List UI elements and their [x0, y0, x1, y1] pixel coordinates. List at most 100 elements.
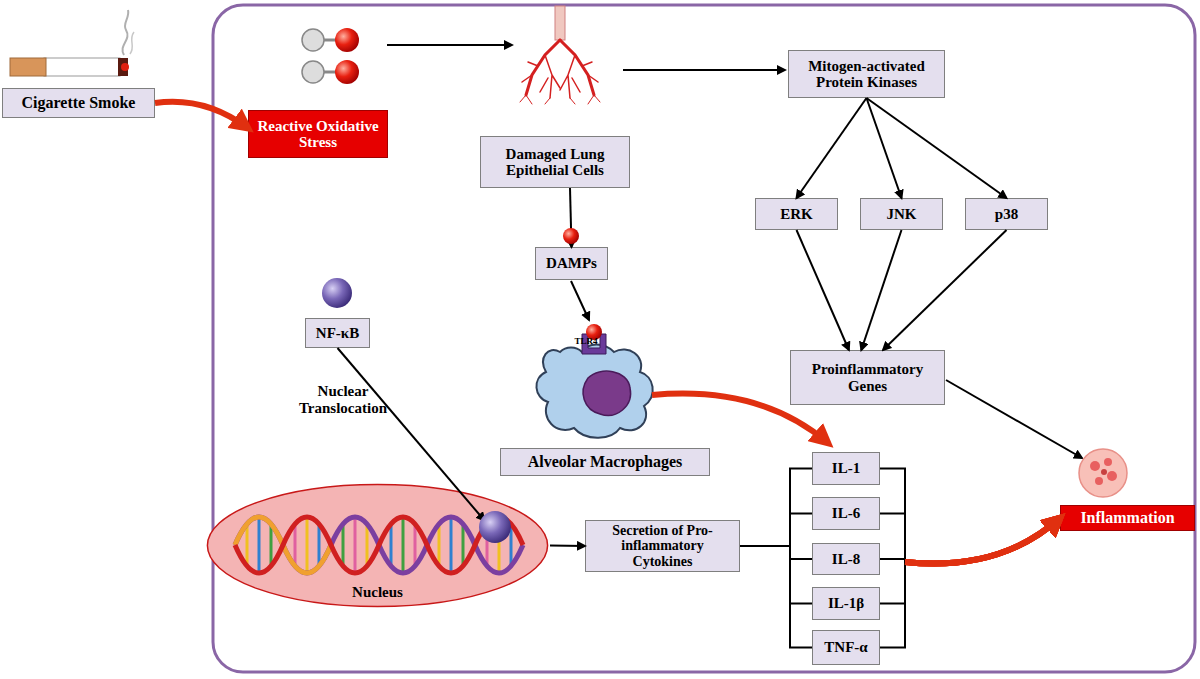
- nfkb-bound-protein: [479, 511, 511, 543]
- node-text: Alveolar Macrophages: [528, 453, 683, 471]
- base-pair: [342, 525, 345, 565]
- dna-strand: [235, 517, 523, 573]
- flow-arrow: [571, 281, 589, 320]
- node-text: Proinflammatory Genes: [795, 361, 940, 394]
- base-pair: [258, 517, 261, 573]
- connector-line: [570, 188, 572, 247]
- process-box: Alveolar Macrophages: [500, 448, 710, 476]
- connector: [797, 230, 849, 350]
- process-box: IL-8: [812, 543, 880, 575]
- atom-red: [335, 28, 359, 52]
- base-pair: [366, 525, 369, 565]
- connector-line: [867, 98, 1007, 198]
- dna-helix: [235, 517, 523, 573]
- cell-membrane: [536, 345, 652, 438]
- base-pair: [354, 517, 357, 573]
- connector: [570, 188, 572, 247]
- cigarette-icon: [10, 10, 134, 76]
- flow-arrow: [623, 69, 785, 71]
- node-text: JNK: [887, 206, 917, 223]
- atom-grey: [302, 61, 324, 83]
- connector: [550, 545, 585, 547]
- cigarette-tip: [118, 58, 128, 76]
- connector-line: [880, 562, 905, 604]
- cell-nucleus: [583, 371, 630, 415]
- process-box: Mitogen-activated Protein Kinases: [788, 50, 945, 98]
- connector-line: [797, 230, 849, 350]
- process-box: TNF-α: [812, 630, 880, 665]
- node-text: Secretion of Pro-inflammatory Cytokines: [590, 523, 735, 569]
- process-box: p38: [965, 198, 1048, 230]
- node-text: Damaged Lung Epithelial Cells: [485, 146, 625, 179]
- damp-molecule: [563, 228, 579, 244]
- base-pair: [246, 525, 249, 565]
- connector-curve: [905, 518, 1060, 564]
- process-box: DAMPs: [535, 247, 608, 280]
- connector-curve: [905, 518, 1060, 564]
- nucleus-ellipse: Nucleus: [205, 483, 550, 608]
- nfkb-protein: [322, 278, 352, 308]
- base-pair: [390, 525, 393, 565]
- process-box: Secretion of Pro-inflammatory Cytokines: [585, 520, 740, 572]
- connector: [880, 469, 1060, 564]
- dna-strand: [235, 517, 523, 573]
- bronchiole: [560, 55, 598, 98]
- node-text: Cigarette Smoke: [22, 94, 136, 112]
- base-pair: [414, 525, 417, 565]
- process-box: Cigarette Smoke: [2, 88, 155, 118]
- connector: [740, 469, 812, 547]
- node-text: Inflammation: [1080, 509, 1174, 527]
- cell-granule: [1104, 458, 1112, 466]
- smoke-curl: [122, 10, 128, 55]
- process-box: JNK: [860, 198, 943, 230]
- node-text: DAMPs: [546, 255, 597, 272]
- connector-line: [880, 562, 905, 648]
- node-text: Mitogen-activated Protein Kinases: [793, 58, 940, 91]
- atom-red: [335, 60, 359, 84]
- highlight-box: Inflammation: [1060, 505, 1195, 531]
- edge-label: Nuclear Translocation: [283, 383, 403, 418]
- connector-curve: [155, 102, 248, 128]
- connector: [883, 230, 1007, 350]
- cell-granule: [1107, 471, 1117, 481]
- connector-curve: [905, 518, 1060, 564]
- connector-line: [338, 348, 485, 521]
- connector-line: [740, 546, 812, 559]
- connector-line: [740, 514, 812, 547]
- atom-grey: [302, 29, 324, 51]
- damp-ligand: [586, 324, 602, 340]
- base-pair: [270, 525, 273, 565]
- inflamed-cell-icon: [1079, 449, 1127, 497]
- connector-curve: [905, 518, 1060, 564]
- connector-line: [740, 469, 812, 547]
- connector: [880, 514, 1060, 564]
- cell-granule: [1095, 477, 1103, 485]
- connector: [861, 230, 901, 350]
- process-box: IL-6: [812, 497, 880, 530]
- node-text: p38: [995, 206, 1018, 223]
- connector: [867, 98, 902, 198]
- connector: [740, 546, 812, 648]
- base-pair: [306, 517, 309, 573]
- node-text: IL-1β: [828, 595, 864, 612]
- nucleus-shape: [207, 485, 547, 607]
- connector-line: [880, 559, 905, 562]
- connector-line: [867, 98, 902, 198]
- base-pair: [402, 517, 405, 573]
- base-pair: [318, 525, 321, 565]
- cigarette-filter: [10, 58, 46, 76]
- cigarette-ember: [121, 63, 129, 71]
- process-box: NF-κB: [305, 318, 370, 348]
- lungs-icon: [520, 6, 600, 104]
- node-text: IL-8: [832, 551, 860, 568]
- connector-line: [740, 546, 812, 648]
- macrophage-icon: [536, 324, 652, 438]
- node-text: Reactive Oxidative Stress: [253, 118, 383, 151]
- node-text: TNF-α: [824, 639, 867, 656]
- process-box: ERK: [755, 198, 838, 230]
- base-pair: [486, 525, 489, 565]
- base-pair: [498, 517, 501, 573]
